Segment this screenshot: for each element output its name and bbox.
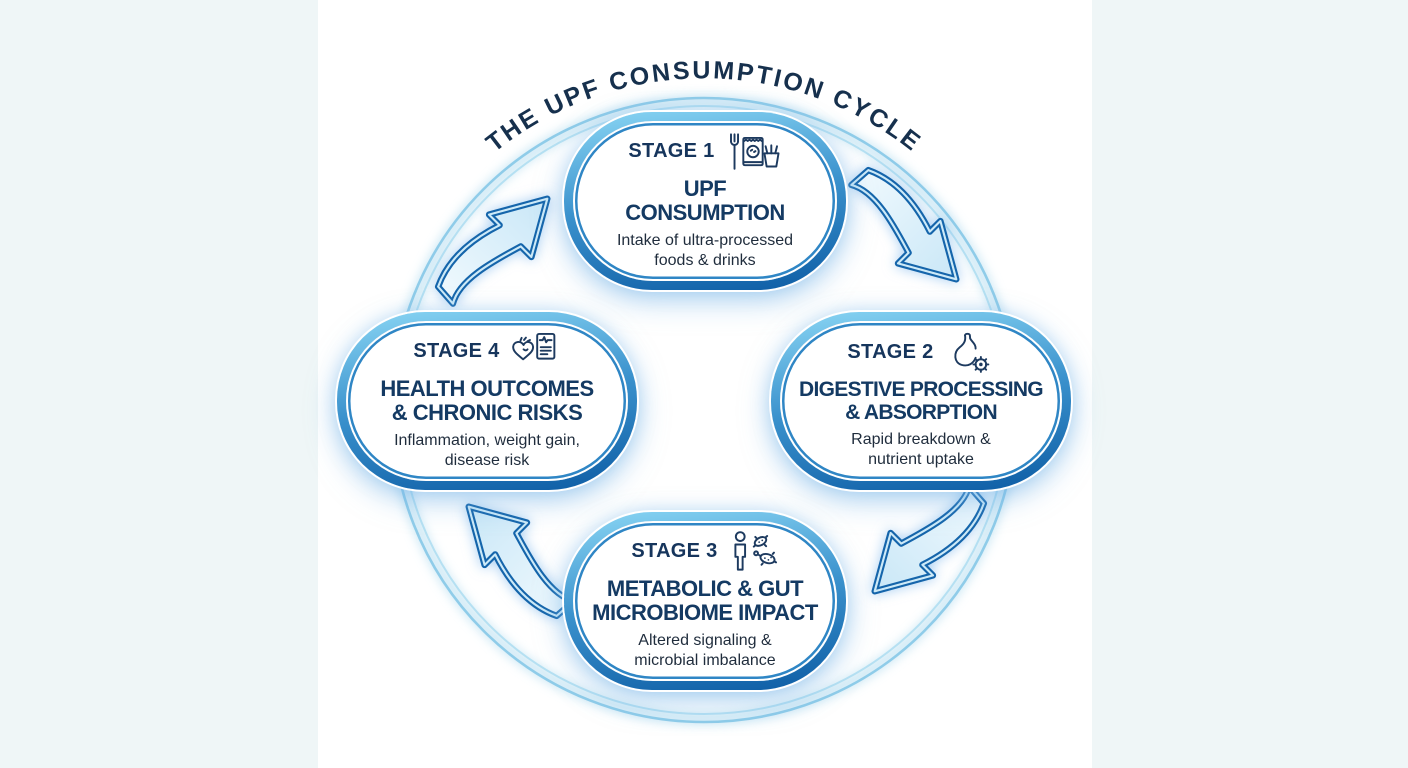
desc-line: nutrient uptake (868, 450, 974, 468)
desc-line: foods & drinks (654, 251, 756, 269)
heading-line: CONSUMPTION (625, 200, 785, 226)
stage-4-heading: HEALTH OUTCOMES & CHRONIC RISKS (380, 375, 594, 427)
stage-4-description: Inflammation, weight gain, disease risk (394, 431, 580, 470)
person-gut-microbes-icon (727, 530, 779, 574)
stage-2-header: STAGE 2 (847, 331, 994, 375)
stage-4-box: STAGE 4 HEALTH OUTCOME (337, 312, 637, 490)
desc-line: Inflammation, weight gain, (394, 432, 580, 450)
stage-1-header: STAGE 1 (628, 130, 781, 174)
stage-1-description: Intake of ultra-processed foods & drinks (617, 231, 793, 270)
heading-line: DIGESTIVE PROCESSING (799, 377, 1044, 401)
stage-4-content: STAGE 4 HEALTH OUTCOME (346, 321, 628, 481)
stage-4-label: STAGE 4 (413, 340, 500, 363)
heading-line: METABOLIC & GUT (606, 575, 804, 601)
stage-3-header: STAGE 3 (631, 530, 778, 574)
stage-1-content: STAGE 1 (573, 121, 837, 281)
arrow-stage1-to-stage2 (851, 170, 956, 279)
heading-line: & CHRONIC RISKS (391, 400, 583, 426)
heart-health-report-icon (509, 330, 561, 374)
stage-2-box: STAGE 2 DIGESTIVE PROCESSING (771, 312, 1071, 490)
stage-2-heading: DIGESTIVE PROCESSING & ABSORPTION (799, 377, 1044, 425)
stage-4-header: STAGE 4 (413, 330, 560, 374)
stage-3-heading: METABOLIC & GUT MICROBIOME IMPACT (592, 575, 818, 627)
arrow-stage4-to-stage1 (438, 199, 547, 304)
stage-2-content: STAGE 2 DIGESTIVE PROCESSING (780, 321, 1062, 481)
stage-3-description: Altered signaling & microbial imbalance (634, 631, 775, 670)
stage-1-box: STAGE 1 (564, 112, 846, 290)
heading-line: UPF (683, 175, 727, 201)
stomach-gear-icon (943, 331, 995, 375)
heading-line: MICROBIOME IMPACT (592, 600, 818, 626)
stage-3-content: STAGE 3 (573, 521, 837, 681)
desc-line: microbial imbalance (634, 651, 776, 669)
stage-1-heading: UPF CONSUMPTION (625, 175, 785, 227)
arrow-stage3-to-stage4 (469, 507, 574, 616)
stage-2-label: STAGE 2 (847, 341, 934, 364)
desc-line: Rapid breakdown & (851, 431, 991, 449)
stage-1-label: STAGE 1 (628, 140, 715, 163)
desc-line: Intake of ultra-processed (616, 232, 794, 250)
desc-line: Altered signaling & (638, 632, 772, 650)
fork-snack-bag-fries-icon (724, 130, 782, 174)
desc-line: disease risk (444, 451, 530, 469)
stage-3-box: STAGE 3 (564, 512, 846, 690)
heading-line: HEALTH OUTCOMES (380, 375, 594, 401)
heading-line: & ABSORPTION (845, 401, 998, 425)
stage-3-label: STAGE 3 (631, 540, 718, 563)
stage-2-description: Rapid breakdown & nutrient uptake (851, 430, 991, 469)
